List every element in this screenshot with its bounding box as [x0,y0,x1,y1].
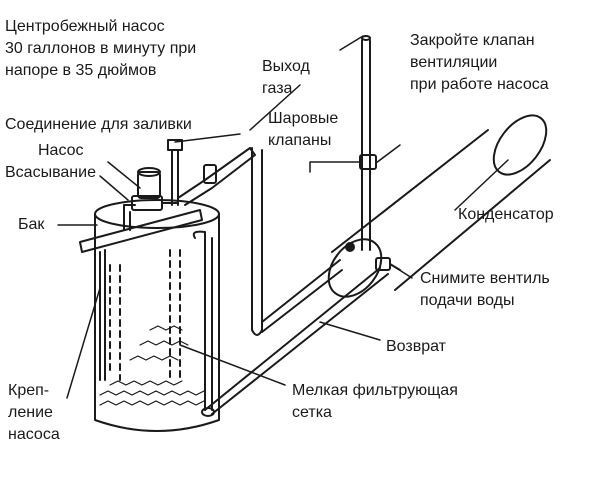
pump-mount-bar [79,209,203,381]
leader-lines [57,84,509,399]
return-pipe [192,230,389,417]
pump-spec-line-1: Центробежный насос [5,18,165,35]
pump [131,167,179,211]
remove-water-valve-line-2: подачи воды [420,292,515,309]
fine-screen-line-2: сетка [292,404,332,421]
pump-mount-line-3: насоса [8,426,60,443]
priming-connection [167,139,183,206]
ball-valves-line-1: Шаровые [268,110,339,127]
ball-valves-line-2: клапаны [268,132,332,149]
tank-label: Бак [18,216,45,233]
gas-vent-pipe [339,35,377,251]
tank [94,199,220,432]
condenser [327,114,551,298]
gas-outlet-line-1: Выход [262,58,310,75]
return-label: Возврат [386,338,446,355]
pump-spec-label: Центробежный насос 30 галлонов в минуту … [5,16,196,82]
pump-mount-line-2: ление [8,404,53,421]
ball-valves-label: Шаровые клапаны [268,108,338,152]
condenser-label: Конденсатор [458,206,554,223]
fine-screen-line-1: Мелкая фильтрующая [292,382,458,399]
remove-water-valve-label: Снимите вентиль подачи воды [420,268,550,312]
suction-pipe [123,204,136,231]
pump-spec-line-3: напоре в 35 дюймов [5,62,157,79]
gas-outlet-line-2: газа [262,80,293,97]
pump-spec-line-2: 30 галлонов в минуту при [5,40,197,57]
feed-pipe [261,259,343,333]
gas-outlet-label: Выход газа [262,56,310,100]
fine-filter-screen [99,325,205,406]
pump-mount-label: Креп- ление насоса [8,380,60,446]
close-vent-label: Закройте клапан вентиляции при работе на… [410,30,549,96]
close-vent-line-2: вентиляции [410,54,498,71]
pump-mount-line-1: Креп- [8,382,50,399]
suction-label: Всасывание [5,164,96,181]
pump-label: Насос [38,142,84,159]
remove-water-valve-line-1: Снимите вентиль [420,270,550,287]
fine-screen-label: Мелкая фильтрующая сетка [292,380,458,424]
close-vent-line-3: при работе насоса [410,76,549,93]
priming-connection-label: Соединение для заливки [5,116,192,133]
outlet-pipe [177,147,263,336]
close-vent-line-1: Закройте клапан [410,32,535,49]
